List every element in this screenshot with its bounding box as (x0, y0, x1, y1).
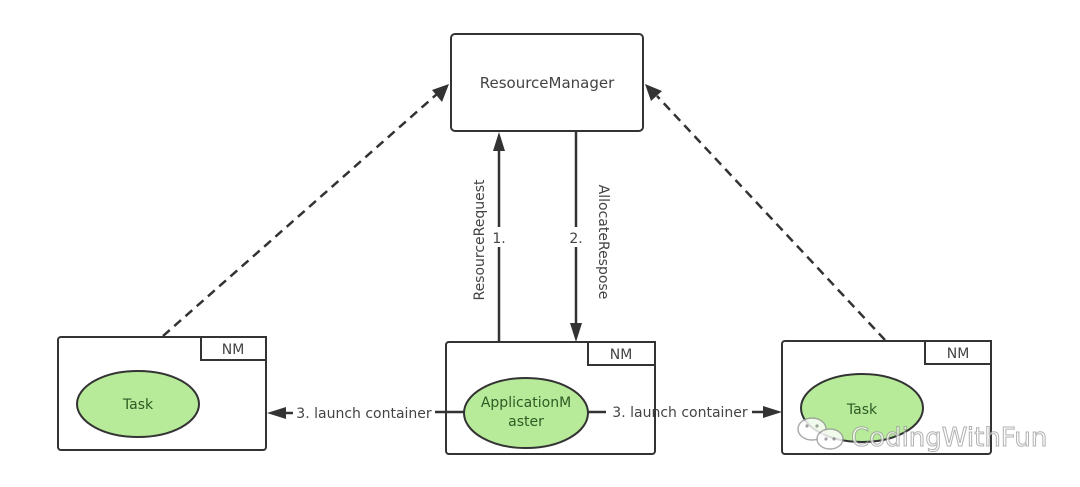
heartbeat-arrow-right (645, 84, 886, 341)
application-master[interactable] (463, 377, 589, 449)
node-manager-right[interactable]: NM Task (781, 340, 992, 455)
launch-container-label-right: 3. launch container (612, 405, 748, 421)
application-master-label-line1: ApplicationM (481, 395, 571, 411)
nm-tag: NM (610, 347, 633, 363)
arrowhead-icon (432, 84, 449, 102)
resource-request-step: 1. (492, 231, 505, 247)
task-label: Task (122, 397, 154, 413)
resource-request-arrow: 1. ResourceRequest (472, 132, 507, 342)
application-master-label-line2: aster (508, 414, 544, 430)
resource-manager-label: ResourceManager (480, 74, 615, 92)
allocate-response-step: 2. (569, 231, 582, 247)
arrowhead-icon (763, 406, 782, 418)
arrowhead-icon (267, 407, 286, 419)
node-manager-left[interactable]: NM Task (57, 336, 267, 451)
node-manager-center[interactable]: NM ApplicationM aster (445, 341, 656, 455)
task-container[interactable] (76, 370, 200, 438)
nm-tag: NM (222, 342, 245, 358)
allocate-response-label: AllocateRespose (595, 185, 611, 300)
resource-manager-node[interactable]: ResourceManager (450, 33, 644, 132)
resource-request-label: ResourceRequest (472, 179, 488, 301)
wechat-icon (797, 417, 844, 450)
allocate-response-arrow: 2. AllocateRespose (569, 131, 611, 342)
arrowhead-icon (493, 132, 505, 151)
arrowhead-icon (570, 323, 582, 342)
arrowhead-icon (645, 84, 662, 101)
watermark: CodingWithFun (797, 417, 1048, 454)
nm-tag: NM (947, 346, 970, 362)
task-label: Task (846, 402, 878, 418)
heartbeat-arrow-left (162, 84, 449, 337)
launch-container-arrow-left: 3. launch container (267, 406, 464, 422)
watermark-text: CodingWithFun (851, 423, 1047, 453)
task-container[interactable] (800, 373, 924, 443)
launch-container-label-left: 3. launch container (296, 406, 432, 422)
launch-container-arrow-right: 3. launch container (588, 405, 782, 421)
